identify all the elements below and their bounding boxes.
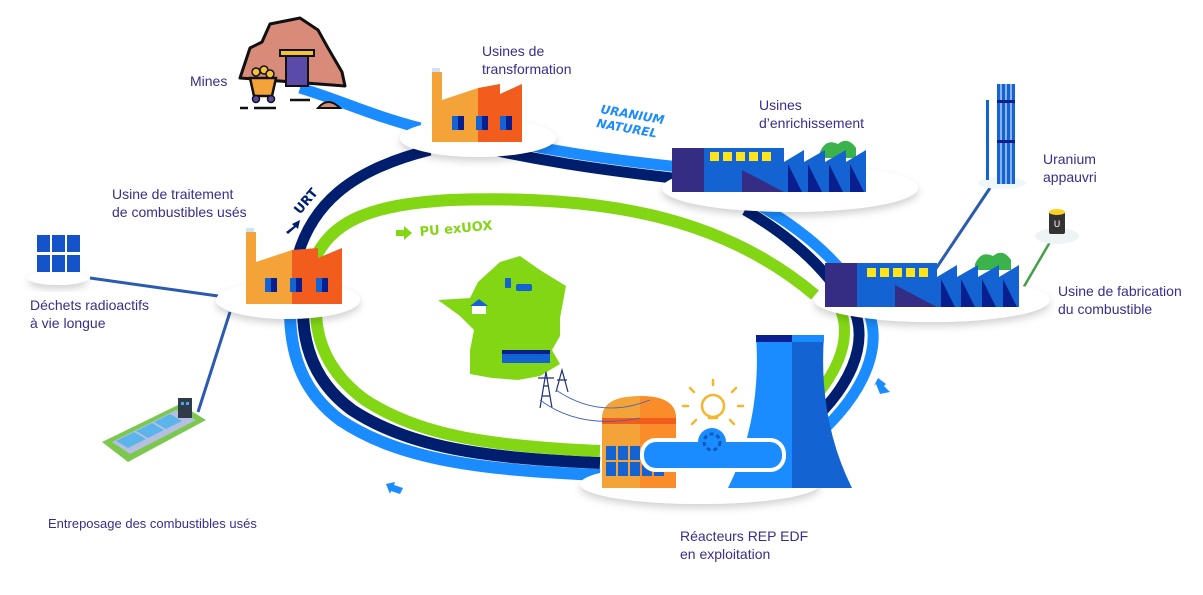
enrichment-node[interactable] — [662, 140, 918, 212]
depleted-uranium-node[interactable] — [978, 84, 1026, 189]
france-map — [438, 256, 651, 422]
label-fuel-fabrication: Usine de fabrication du combustible — [1058, 282, 1182, 318]
factory-small-icon — [502, 350, 550, 363]
uranium-can-icon: U — [1049, 209, 1065, 234]
label-spent-fuel-storage: Entreposage des combustibles usés — [48, 515, 257, 533]
label-line: Réacteurs REP EDF — [680, 528, 809, 544]
label-line: à vie longue — [30, 315, 106, 331]
france-shape-icon — [438, 256, 566, 380]
enrichment-plant-icon — [672, 140, 866, 192]
label-line: d’enrichissement — [759, 115, 865, 131]
label-line: Usine de fabrication — [1058, 283, 1182, 299]
label-line: Usines — [759, 97, 802, 113]
mine-icon — [238, 16, 347, 110]
track-return-green — [310, 309, 601, 457]
pylon-icon — [538, 367, 651, 422]
label-line: Usine de traitement — [112, 186, 234, 202]
mines-node[interactable] — [238, 16, 347, 110]
label-transformation: Usines de transformation — [482, 42, 571, 78]
label-line: Déchets radioactifs — [30, 297, 150, 313]
track-mines-to-transformation — [298, 82, 422, 134]
label-depleted-uranium: Uranium appauvri — [1043, 150, 1097, 186]
factory-icon — [432, 68, 522, 142]
transformation-node[interactable] — [400, 68, 556, 157]
label-reactors: Réacteurs REP EDF en exploitation — [680, 527, 808, 563]
svg-text:U: U — [1054, 220, 1061, 230]
fabrication-plant-icon — [825, 252, 1019, 307]
label-line: du combustible — [1058, 301, 1153, 317]
storage-pool-icon — [102, 398, 206, 462]
label-line: appauvri — [1043, 169, 1097, 185]
label-line: de combustibles usés — [112, 204, 247, 220]
connector-depleted — [933, 187, 992, 271]
flow-label-pu: PU exUOX — [419, 219, 493, 240]
platform — [1035, 228, 1079, 244]
waste-containers-icon — [37, 235, 80, 272]
long-lived-waste-node[interactable] — [28, 235, 88, 285]
fuel-assembly-icon — [986, 84, 1015, 184]
label-line: Uranium — [1043, 151, 1096, 167]
lightbulb-icon — [681, 378, 745, 426]
track-enrichment-fabrication-dark — [742, 205, 835, 284]
label-line: en exploitation — [680, 546, 771, 562]
uranium-can-node[interactable]: U — [1035, 209, 1079, 244]
track-pu — [306, 193, 819, 300]
reprocessing-node[interactable] — [216, 228, 360, 319]
connector-storage — [196, 311, 232, 413]
pu-arrow-icon — [396, 226, 412, 240]
platform — [28, 271, 88, 285]
direction-arrows — [286, 220, 890, 494]
track-return-dark — [297, 309, 601, 469]
label-reprocessing: Usine de traitement de combustibles usés — [112, 185, 247, 221]
connectors — [89, 187, 1052, 413]
track-return-light — [284, 309, 601, 481]
connector-waste — [89, 276, 219, 298]
label-long-lived-waste: Déchets radioactifs à vie longue — [30, 296, 149, 332]
house-icon — [470, 299, 488, 314]
urt-arrow-icon — [286, 220, 300, 234]
arrow-left-icon — [386, 482, 403, 494]
turbine-icon — [640, 428, 786, 472]
label-enrichment: Usines d’enrichissement — [759, 96, 864, 132]
label-line: Usines de — [482, 43, 545, 59]
arrow-down-icon — [874, 378, 890, 394]
label-line: Mines — [190, 73, 228, 89]
fuel-fabrication-node[interactable] — [814, 252, 1050, 322]
label-line: transformation — [482, 61, 572, 77]
spent-fuel-storage-node[interactable] — [102, 398, 206, 462]
track-urt — [290, 144, 432, 264]
label-mines: Mines — [190, 72, 227, 90]
factory-icon — [246, 228, 342, 304]
phone-truck-icon — [505, 278, 532, 291]
label-line: Entreposage des combustibles usés — [48, 516, 257, 531]
reactor-node[interactable] — [580, 335, 852, 504]
connector-u-can — [1020, 241, 1052, 291]
